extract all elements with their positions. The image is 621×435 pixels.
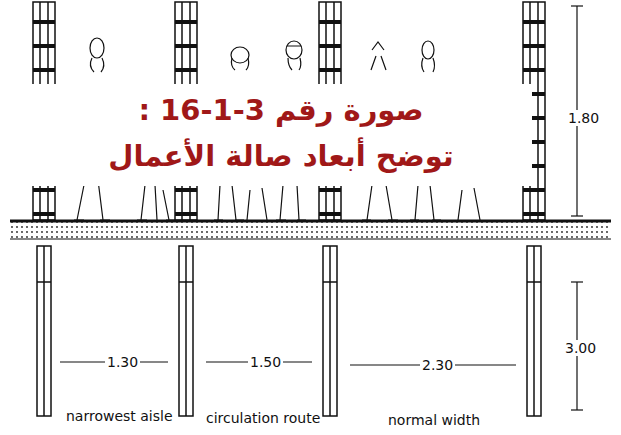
column-stroke (175, 20, 197, 24)
column-stroke (319, 20, 341, 24)
width-label: narrowest aisle (64, 408, 175, 424)
column-stroke (523, 20, 545, 24)
column-stroke (175, 68, 197, 72)
column-stroke (175, 44, 197, 48)
column-stroke (33, 44, 55, 48)
column-stroke (329, 246, 331, 416)
column-stroke (537, 2, 539, 220)
column-stroke (179, 246, 193, 416)
column-stroke (323, 246, 337, 416)
dimension-label: 2.30 (420, 357, 455, 373)
width-label: circulation route (204, 410, 322, 426)
column-stroke (319, 188, 341, 192)
column-stroke (175, 212, 197, 216)
column-stroke (33, 212, 55, 216)
column-stroke (33, 68, 55, 72)
column-stroke (175, 188, 197, 192)
column-stroke (37, 281, 51, 283)
column-stroke (323, 281, 337, 283)
column-stroke (523, 188, 545, 192)
column-stroke (185, 246, 187, 416)
column-stroke (319, 212, 341, 216)
column-stroke (319, 44, 341, 48)
title-panel: صورة رقم 3-1-16 : توضح أبعاد صالة الأعمال (30, 84, 532, 186)
column-stroke (43, 246, 45, 416)
column-stroke (523, 44, 545, 48)
column-stroke (523, 68, 545, 72)
dimension-label: 1.30 (105, 354, 140, 370)
column-stroke (533, 246, 535, 416)
figure-title: صورة رقم 3-1-16 : (30, 90, 532, 130)
width-label: normal width (386, 412, 482, 428)
dimension-label: 3.00 (563, 340, 598, 356)
dimension-label: 1.50 (248, 354, 283, 370)
column-stroke (179, 281, 193, 283)
column-stroke (33, 20, 55, 24)
column-stroke (523, 212, 545, 216)
column-stroke (527, 281, 541, 283)
column-stroke (33, 188, 55, 192)
column-stroke (527, 246, 541, 416)
figure-caption: توضح أبعاد صالة الأعمال (30, 136, 532, 176)
column-stroke (319, 68, 341, 72)
column-stroke (37, 246, 51, 416)
dimension-label: 1.80 (566, 110, 601, 126)
